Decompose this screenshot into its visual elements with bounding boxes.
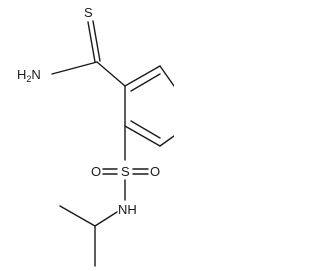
bond-ch-ch3-left bbox=[59, 205, 96, 227]
ring-bond-2 bbox=[159, 65, 174, 87]
atom-oxygen-left: O bbox=[91, 164, 101, 179]
atom-nh2-h: H bbox=[17, 67, 26, 82]
atom-labels: S H2N S O O NH bbox=[17, 5, 160, 217]
bond-c-ring bbox=[96, 61, 126, 87]
ring-double-2 bbox=[130, 120, 161, 139]
ring-bond-4 bbox=[124, 125, 161, 147]
atom-nh2-subscript: 2 bbox=[26, 74, 31, 84]
structure-diagram: S H2N S O O NH bbox=[17, 5, 174, 267]
bond-c-nh2 bbox=[51, 61, 98, 75]
atom-oxygen-right: O bbox=[150, 164, 160, 179]
bonds bbox=[51, 20, 174, 267]
atom-sulfonamide-nh: NH bbox=[118, 202, 137, 217]
ring-double-1 bbox=[130, 73, 161, 92]
ring-bond-5 bbox=[159, 135, 174, 147]
bond-c-s-thione-a bbox=[87, 21, 96, 63]
atom-thione-s: S bbox=[84, 5, 93, 20]
bond-c-s-thione-b bbox=[92, 20, 101, 62]
atom-sulfonyl-s: S bbox=[121, 164, 130, 179]
bond-n-ch bbox=[94, 211, 118, 227]
atom-nh2-n: N bbox=[31, 67, 40, 82]
atom-nh2: H2N bbox=[17, 67, 41, 84]
ring-bond-1 bbox=[124, 65, 161, 87]
